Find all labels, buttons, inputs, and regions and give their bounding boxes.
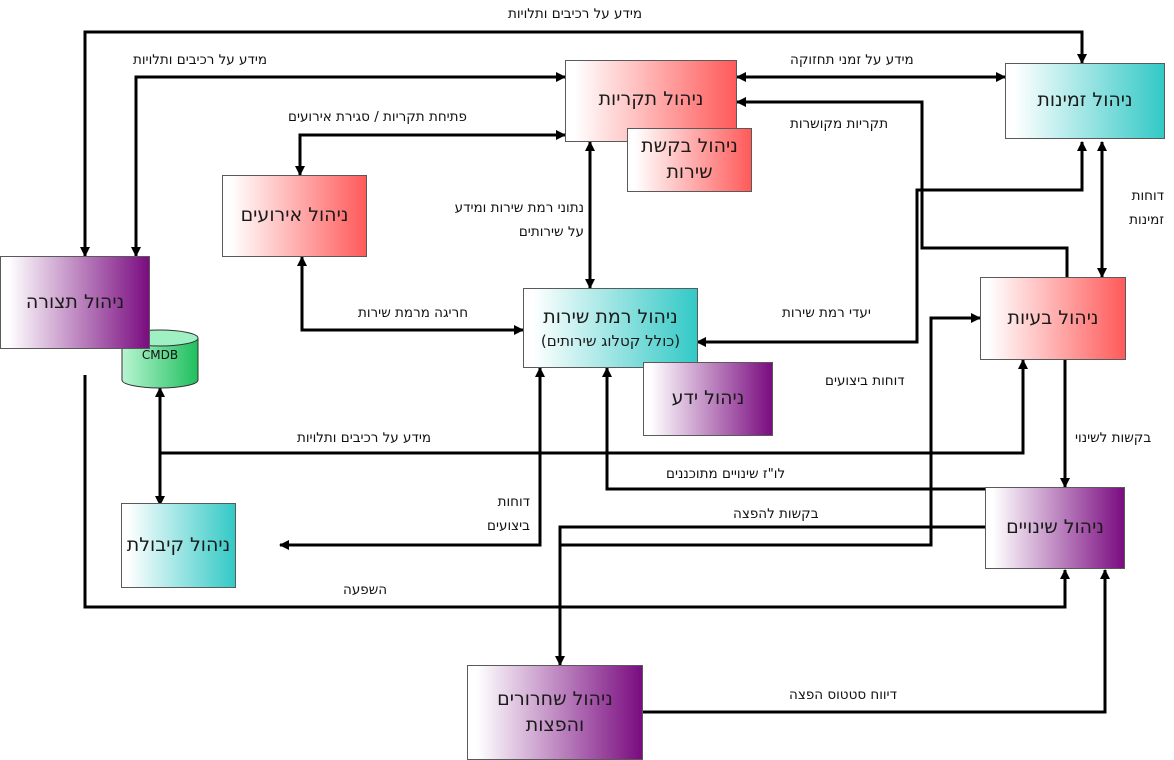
label-perf-capacity: דוחות ביצועים <box>487 494 530 534</box>
node-knowledge[interactable]: ניהול ידע <box>643 362 773 436</box>
edge-ci-info-incident <box>131 72 566 257</box>
label-ci-info-top: מידע על רכיבים ותלויות <box>508 6 643 22</box>
node-service-level[interactable]: ניהול רמת שירות (כולל קטלוג שירותים) <box>523 288 698 368</box>
label-release-status: דיווח סטטוס הפצה <box>789 687 897 703</box>
edge-change-schedule <box>602 367 985 491</box>
edge-perf-problem <box>560 313 981 547</box>
edge-perf-capacity <box>279 367 545 550</box>
node-release-label: ניהול שחרורים והפצות <box>497 687 613 736</box>
label-ci-info-incident: מידע על רכיבים ותלויות <box>133 52 268 68</box>
label-ci-info-bottom: מידע על רכיבים ותלויות <box>297 430 432 446</box>
node-capacity[interactable]: ניהול קיבולת <box>121 503 236 588</box>
label-impact: השפעה <box>343 582 388 598</box>
node-availability[interactable]: ניהול זמינות <box>1005 63 1165 139</box>
label-maintenance-times: מידע על זמני תחזוקה <box>790 52 914 68</box>
label-availability-reports: דוחות זמינות <box>1129 188 1164 228</box>
label-sl-targets: יעדי רמת שירות <box>782 305 871 321</box>
node-incident-label: ניהול תקריות <box>598 88 704 110</box>
node-service-level-sublabel: (כולל קטלוג שירותים) <box>540 331 681 350</box>
label-perf-problem: דוחות ביצועים <box>825 373 905 389</box>
node-problem-label: ניהול בעיות <box>1007 306 1099 329</box>
node-release[interactable]: ניהול שחרורים והפצות <box>467 665 643 760</box>
node-event[interactable]: ניהול אירועים <box>222 175 367 257</box>
edge-impact <box>83 375 1070 609</box>
node-service-request[interactable]: ניהול בקשת שירות <box>627 128 752 192</box>
label-release-requests: בקשות להפצה <box>733 506 819 522</box>
node-configuration[interactable]: ניהול תצורה <box>0 256 150 349</box>
node-capacity-label: ניהול קיבולת <box>126 533 231 556</box>
edge-sl-targets <box>696 141 1087 347</box>
edge-ci-info-top <box>80 30 1087 257</box>
node-knowledge-label: ניהול ידע <box>671 387 745 410</box>
label-sl-data: נתוני רמת שירות ומידע על שירותים <box>454 200 584 240</box>
node-change-label: ניהול שינויים <box>1006 516 1104 539</box>
label-open-close: פתיחת תקריות / סגירת אירועים <box>288 109 467 125</box>
node-change[interactable]: ניהול שינויים <box>985 487 1125 569</box>
edge-release-status <box>643 569 1110 714</box>
node-service-request-label: ניהול בקשת שירות <box>641 135 738 183</box>
edge-sl-breach <box>297 256 524 335</box>
node-configuration-label: ניהול תצורה <box>25 290 125 313</box>
node-availability-label: ניהול זמינות <box>1037 89 1133 112</box>
label-change-requests: בקשות לשינוי <box>1075 430 1152 446</box>
edge-open-close <box>295 130 566 176</box>
node-event-label: ניהול אירועים <box>240 204 349 227</box>
cmdb-label: CMDB <box>141 348 179 362</box>
label-change-schedule: לו"ז שינויים מתוכננים <box>666 466 786 482</box>
node-problem[interactable]: ניהול בעיות <box>980 277 1126 360</box>
edge-release-requests <box>555 525 985 666</box>
label-related-incidents: תקריות מקושרות <box>790 116 889 132</box>
label-sl-breach: חריגה מרמת שירות <box>358 305 469 321</box>
node-service-level-label: ניהול רמת שירות <box>543 306 678 329</box>
